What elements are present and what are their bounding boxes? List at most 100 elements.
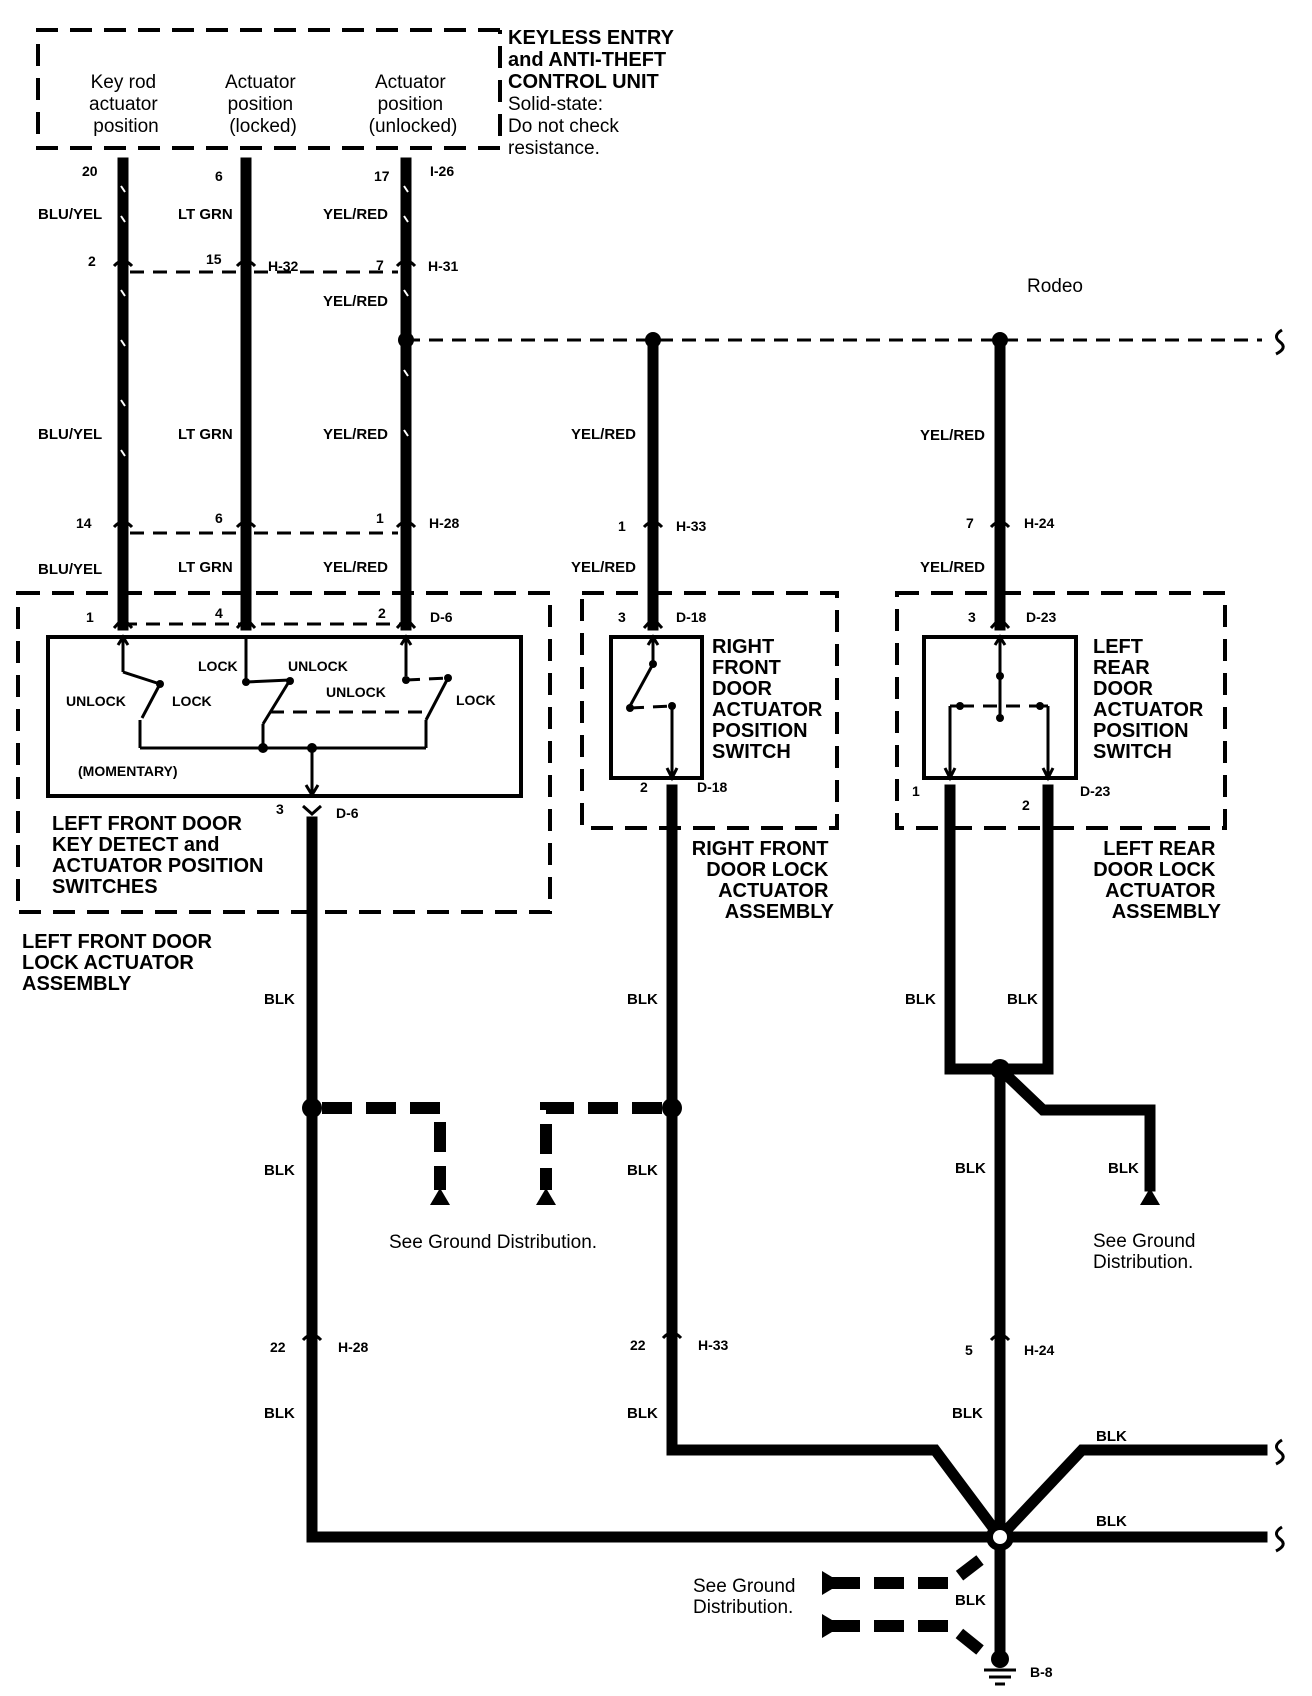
lf-switch-box bbox=[46, 635, 523, 798]
control-unit-note: Solid-state: Do not check resistance. bbox=[508, 94, 624, 159]
lr-assembly-label: LEFT REAR DOOR LOCK ACTUATOR ASSEMBLY bbox=[1093, 838, 1221, 923]
splice-lr bbox=[990, 1059, 1010, 1079]
wire-label-yel-red-3: YEL/RED bbox=[323, 426, 388, 443]
svg-text:2: 2 bbox=[640, 779, 648, 795]
svg-text:1: 1 bbox=[86, 609, 94, 625]
wire-blk-out bbox=[992, 1438, 1285, 1666]
svg-text:B-8: B-8 bbox=[1030, 1664, 1053, 1680]
wire-label-lt-grn-2: LT GRN bbox=[178, 426, 233, 443]
svg-text:H-28: H-28 bbox=[429, 515, 460, 531]
wire-label-yel-red-1: YEL/RED bbox=[323, 206, 388, 223]
rf-assembly-label: RIGHT FRONT DOOR LOCK ACTUATOR ASSEMBLY bbox=[692, 838, 835, 923]
svg-text:6: 6 bbox=[215, 510, 223, 526]
svg-text:17: 17 bbox=[374, 168, 390, 184]
col-locked-label: Actuator position (locked) bbox=[225, 72, 301, 137]
svg-text:1: 1 bbox=[376, 510, 384, 526]
svg-text:2: 2 bbox=[378, 605, 386, 621]
rf-switch-name: RIGHT FRONT DOOR ACTUATOR POSITION SWITC… bbox=[712, 636, 828, 763]
connector-h32-h31: 2 15 H-32 7 H-31 bbox=[88, 251, 459, 274]
lf-assembly-boundary bbox=[16, 591, 552, 914]
wire-label-yel-red-4: YEL/RED bbox=[323, 559, 388, 576]
lf-unlock-label-1: UNLOCK bbox=[66, 693, 126, 709]
wire-label-blk-lr-2: BLK bbox=[1007, 991, 1038, 1008]
wire-blk-lr bbox=[944, 784, 1156, 1543]
svg-text:20: 20 bbox=[82, 163, 98, 179]
wire-label-lt-grn-3: LT GRN bbox=[178, 559, 233, 576]
ground-ref-2: See Ground Distribution. bbox=[1093, 1231, 1201, 1273]
wire-label-lt-grn-1: LT GRN bbox=[178, 206, 233, 223]
wire-label-blk-rf-1: BLK bbox=[627, 991, 658, 1008]
svg-text:H-33: H-33 bbox=[676, 518, 707, 534]
svg-text:22: 22 bbox=[630, 1337, 646, 1353]
connector-h33-upper: 1 H-33 bbox=[618, 518, 707, 534]
wire-ticks bbox=[120, 185, 1003, 457]
svg-text:D-23: D-23 bbox=[1026, 609, 1057, 625]
svg-text:H-24: H-24 bbox=[1024, 515, 1055, 531]
svg-text:7: 7 bbox=[376, 257, 384, 273]
control-unit-boundary bbox=[36, 28, 502, 150]
svg-text:1: 1 bbox=[912, 783, 920, 799]
svg-text:3: 3 bbox=[618, 609, 626, 625]
lr-switch-name: LEFT REAR DOOR ACTUATOR POSITION SWITCH bbox=[1093, 636, 1209, 763]
svg-text:D-18: D-18 bbox=[697, 779, 728, 795]
ground-ref-3: See Ground Distribution. bbox=[693, 1576, 801, 1618]
svg-text:6: 6 bbox=[215, 168, 223, 184]
wire-label-blk-lr-3: BLK bbox=[955, 1160, 986, 1177]
connector-h33-lower: 22 H-33 bbox=[630, 1331, 729, 1353]
svg-text:22: 22 bbox=[270, 1339, 286, 1355]
lf-switch-internals bbox=[116, 634, 452, 798]
svg-text:D-6: D-6 bbox=[430, 609, 453, 625]
wire-label-blu-yel-1: BLU/YEL bbox=[38, 206, 102, 223]
ground-ref-1: See Ground Distribution. bbox=[389, 1232, 597, 1253]
rf-door-assembly: 3 D-18 2 D-18 RIGHT FRONT DOOR ACTUATOR … bbox=[580, 591, 839, 830]
svg-text:H-32: H-32 bbox=[268, 258, 299, 274]
connector-i26: 20 6 17 I-26 bbox=[82, 163, 454, 184]
ground-branch-rf bbox=[536, 1102, 662, 1205]
svg-text:4: 4 bbox=[215, 605, 223, 621]
lf-lock-label-1: LOCK bbox=[172, 693, 212, 709]
wire-label-blk-out-1: BLK bbox=[1096, 1428, 1127, 1445]
wire-label-blk-rf-3: BLK bbox=[627, 1405, 658, 1422]
rf-assembly-boundary bbox=[580, 591, 839, 830]
svg-text:H-31: H-31 bbox=[428, 258, 459, 274]
lf-assembly-label: LEFT FRONT DOOR LOCK ACTUATOR ASSEMBLY bbox=[22, 931, 218, 995]
svg-text:14: 14 bbox=[76, 515, 92, 531]
svg-text:I-26: I-26 bbox=[430, 163, 454, 179]
wire-label-yel-red-rf-2: YEL/RED bbox=[571, 559, 636, 576]
ground-arrow-lr bbox=[1140, 1188, 1160, 1205]
svg-text:2: 2 bbox=[88, 253, 96, 269]
control-unit: KEYLESS ENTRY and ANTI-THEFT CONTROL UNI… bbox=[36, 27, 679, 159]
connector-h24-upper: 7 H-24 bbox=[966, 515, 1055, 531]
svg-text:D-18: D-18 bbox=[676, 609, 707, 625]
connector-h24-lower: 5 H-24 bbox=[965, 1333, 1055, 1358]
control-unit-title: KEYLESS ENTRY and ANTI-THEFT CONTROL UNI… bbox=[508, 27, 679, 93]
svg-text:H-24: H-24 bbox=[1024, 1342, 1055, 1358]
col-unlocked-label: Actuator position (unlocked) bbox=[369, 72, 458, 137]
wire-label-blk-lr-4: BLK bbox=[1108, 1160, 1139, 1177]
svg-text:15: 15 bbox=[206, 251, 222, 267]
wire-label-blk-lr-1: BLK bbox=[905, 991, 936, 1008]
rodeo-splice: Rodeo bbox=[398, 276, 1285, 356]
svg-text:H-33: H-33 bbox=[698, 1337, 729, 1353]
wire-label-yel-red-2: YEL/RED bbox=[323, 293, 388, 310]
wire-label-blk-rf-2: BLK bbox=[627, 1162, 658, 1179]
lr-door-assembly: 3 D-23 1 2 D-23 LEFT REAR DOOR ACTUATOR … bbox=[895, 591, 1227, 830]
svg-text:1: 1 bbox=[618, 518, 626, 534]
lf-lock-label-3: LOCK bbox=[456, 692, 496, 708]
splice-lf bbox=[302, 1098, 322, 1118]
wire-label-blk-lf-2: BLK bbox=[264, 1162, 295, 1179]
wire-label-blk-lr-5: BLK bbox=[952, 1405, 983, 1422]
ground-branch-main bbox=[822, 1555, 984, 1655]
wire-label-yel-red-rf-1: YEL/RED bbox=[571, 426, 636, 443]
wire-label-blk-lf-1: BLK bbox=[264, 991, 295, 1008]
connector-h28-lower: 22 H-28 bbox=[270, 1333, 369, 1355]
wire-label-blk-out-2: BLK bbox=[1096, 1513, 1127, 1530]
svg-text:D-6: D-6 bbox=[336, 805, 359, 821]
svg-text:3: 3 bbox=[968, 609, 976, 625]
lf-door-assembly: 1 4 2 D-6 bbox=[16, 591, 552, 914]
wire-label-blk-ground: BLK bbox=[955, 1592, 986, 1609]
svg-text:7: 7 bbox=[966, 515, 974, 531]
connector-h28-upper: 14 6 1 H-28 bbox=[76, 510, 460, 535]
wire-label-blk-lf-3: BLK bbox=[264, 1405, 295, 1422]
